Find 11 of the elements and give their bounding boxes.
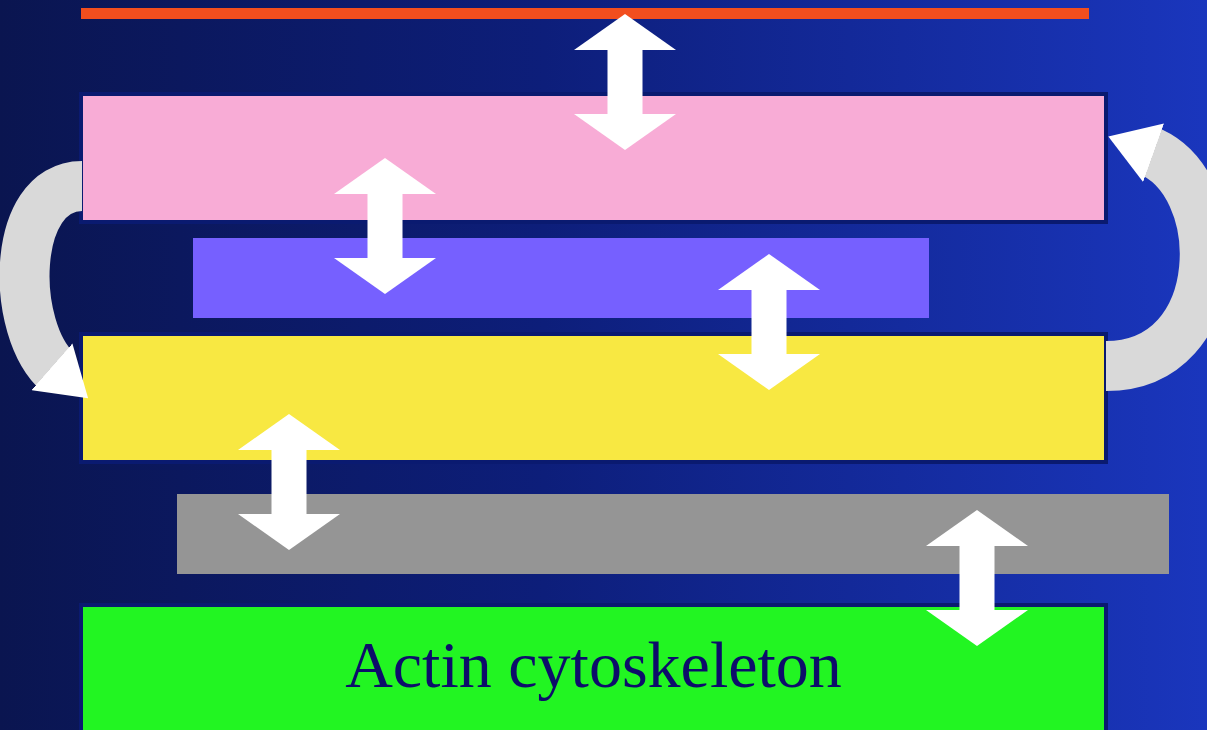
double-arrow xyxy=(574,14,676,150)
double-arrow xyxy=(334,158,436,294)
double-arrow xyxy=(718,254,820,390)
band-label: Actin cytoskeleton xyxy=(345,627,842,703)
layer-band xyxy=(79,92,1108,224)
double-arrow xyxy=(926,510,1028,646)
layer-band xyxy=(79,603,1108,730)
layer-band xyxy=(177,494,1169,574)
layer-band xyxy=(79,332,1108,464)
double-arrow xyxy=(238,414,340,550)
layer-band xyxy=(193,238,929,318)
